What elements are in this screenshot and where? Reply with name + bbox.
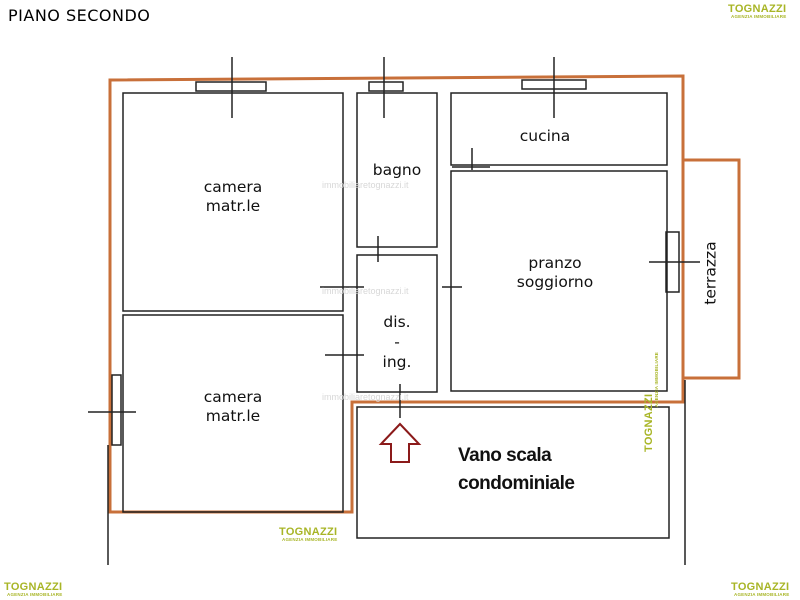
brand-logo-bottom-right: TOGNAZZI AGENZIA IMMOBILIARE [731, 582, 789, 598]
brand-tagline: AGENZIA IMMOBILIARE [654, 352, 659, 408]
watermark-text: immobiliaretognazzi.it [322, 180, 409, 190]
brand-logo-bottom-left: TOGNAZZI AGENZIA IMMOBILIARE [4, 582, 62, 598]
brand-tagline: AGENZIA IMMOBILIARE [7, 592, 63, 597]
camera-bottom-walls [122, 314, 344, 513]
brand-name: TOGNAZZI [279, 526, 338, 538]
room-label-pranzo-soggiorno: pranzo soggiorno [516, 254, 594, 291]
brand-tagline: AGENZIA IMMOBILIARE [282, 537, 338, 542]
brand-name: TOGNAZZI [4, 581, 63, 593]
room-label-camera-bottom: camera matr.le [203, 388, 263, 425]
cucina-walls [450, 92, 668, 166]
reference-lines [88, 57, 700, 565]
disimpegno-walls [356, 254, 438, 393]
brand-name: TOGNAZZI [728, 3, 787, 15]
room-label-disimpegno: dis. - ing. [382, 313, 412, 371]
room-label-vano-scala: Vano scala condominiale [458, 445, 575, 494]
room-label-camera-top: camera matr.le [203, 178, 263, 215]
brand-logo-top-right: TOGNAZZI AGENZIA IMMOBILIARE [728, 4, 786, 20]
brand-logo-center: TOGNAZZI AGENZIA IMMOBILIARE [279, 527, 337, 543]
watermark-text: immobiliaretognazzi.it [322, 392, 409, 402]
room-label-terrazza: terrazza [701, 241, 720, 305]
terrazza-outline [681, 158, 741, 380]
room-label-cucina: cucina [519, 127, 571, 145]
brand-tagline: AGENZIA IMMOBILIARE [734, 592, 790, 597]
bagno-walls [356, 92, 438, 248]
room-walls [122, 92, 670, 539]
camera-top-walls [122, 92, 344, 312]
vano-scala-walls [356, 406, 670, 539]
pranzo-walls [450, 170, 668, 392]
stair-arrow [378, 422, 422, 463]
plan-title: PIANO SECONDO [8, 6, 151, 25]
watermark-text: immobiliaretognazzi.it [322, 286, 409, 296]
brand-tagline: AGENZIA IMMOBILIARE [731, 14, 787, 19]
room-label-bagno: bagno [372, 161, 422, 179]
brand-logo-vertical: TOGNAZZI AGENZIA IMMOBILIARE [643, 352, 660, 452]
brand-name: TOGNAZZI [731, 581, 790, 593]
